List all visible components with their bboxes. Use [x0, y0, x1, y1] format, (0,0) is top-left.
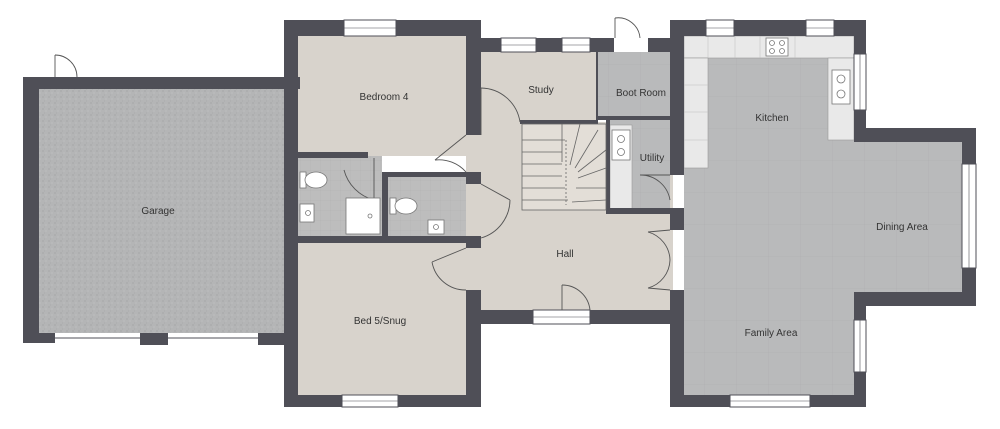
worktop-joints — [684, 36, 796, 141]
kitchen-west-wall-top — [670, 20, 684, 175]
study-north-wall-a — [481, 38, 501, 52]
room-labels: Garage Bedroom 4 Study Boot Room Utility… — [141, 85, 928, 339]
door-swing-icon — [639, 174, 671, 201]
sink-icon — [611, 129, 631, 161]
label-utility: Utility — [640, 153, 664, 164]
hall-south-wall-a — [481, 310, 533, 324]
kitchen-fixtures — [611, 37, 851, 161]
label-bedroom-4: Bedroom 4 — [360, 92, 409, 103]
door-swing-icon — [561, 284, 591, 311]
bootroom-floor — [598, 52, 670, 118]
study-floor — [481, 52, 596, 122]
door-swing-icon — [480, 87, 521, 135]
south-wall-left — [284, 395, 342, 407]
label-bed5-snug: Bed 5/Snug — [354, 316, 406, 327]
bed4-east-wall — [466, 20, 481, 135]
sink-icon — [831, 69, 851, 105]
ensuite-wc-divider — [382, 172, 388, 240]
garage-wall-bottom-left — [23, 333, 55, 343]
walls — [23, 20, 976, 407]
bed4-bottom-wall — [298, 152, 368, 158]
south-wall-right — [398, 395, 480, 407]
west-wall-lower — [284, 155, 298, 406]
family-east-wall-top — [854, 292, 866, 320]
label-study: Study — [528, 85, 554, 96]
bed5-floor — [298, 243, 466, 395]
hall-south-wall-b — [590, 310, 670, 324]
north-wall-left — [284, 20, 344, 36]
door-swing-icon — [647, 229, 671, 261]
label-family-area: Family Area — [745, 328, 798, 339]
garage-wall-top — [23, 77, 300, 89]
hob-icon — [765, 37, 789, 57]
door-swing-icon — [431, 247, 467, 291]
windows — [55, 19, 977, 408]
study-north-wall-c — [590, 38, 614, 52]
bed5-east-wall — [466, 290, 481, 407]
door-swings — [54, 17, 671, 311]
utility-bottom-wall — [606, 208, 670, 214]
study-east-wall — [596, 52, 598, 122]
kitchen-north-wall-b — [734, 20, 806, 36]
family-south-wall-a — [670, 395, 730, 407]
bootroom-bottom-wall — [598, 116, 670, 120]
toilet-icon — [389, 197, 418, 215]
door-swing-icon — [647, 259, 671, 291]
study-bottom-wall — [520, 120, 598, 124]
garage-wall-bottom-mid — [140, 333, 168, 345]
hall-west-stub — [466, 172, 481, 184]
door-swing-icon — [54, 54, 78, 78]
label-dining-area: Dining Area — [876, 222, 928, 233]
dining-north-wall — [854, 128, 976, 142]
family-south-wall-b — [810, 395, 866, 407]
north-wall-right — [396, 20, 481, 36]
stair-icon — [521, 123, 607, 211]
kitchen-north-wall-a — [670, 20, 706, 36]
shower-tray-icon — [345, 197, 381, 235]
dining-south-wall — [854, 292, 976, 306]
garage-wall-left — [23, 77, 39, 343]
sink-icon — [427, 219, 445, 235]
kitchen-floor — [684, 36, 962, 395]
kitchen-worktop-left — [683, 57, 709, 169]
door-swing-icon — [614, 17, 641, 39]
kitchen-west-wall-mid — [670, 208, 684, 230]
label-hall: Hall — [556, 249, 573, 260]
west-wall-upper — [284, 20, 298, 155]
garage-floor — [39, 89, 284, 333]
bedroom-4-floor — [298, 36, 466, 156]
wc-top-wall — [382, 172, 466, 177]
utility-west-wall — [606, 118, 610, 214]
kitchen-east-wall-top — [854, 20, 866, 54]
bath-bottom-wall — [298, 236, 481, 243]
label-garage: Garage — [141, 206, 175, 217]
label-kitchen: Kitchen — [755, 113, 788, 124]
toilet-icon — [299, 171, 328, 189]
study-north-wall-b — [536, 38, 562, 52]
bootroom-north-wall — [648, 38, 670, 52]
garage-wall-bottom-right — [258, 333, 288, 345]
bathroom-fixtures — [299, 171, 445, 235]
dining-east-wall-top — [962, 128, 976, 164]
door-swing-icon — [480, 183, 511, 239]
kitchen-west-wall-bottom — [670, 290, 684, 407]
label-boot-room: Boot Room — [616, 88, 666, 99]
sink-icon — [299, 203, 315, 223]
door-swing-icon — [434, 134, 467, 173]
